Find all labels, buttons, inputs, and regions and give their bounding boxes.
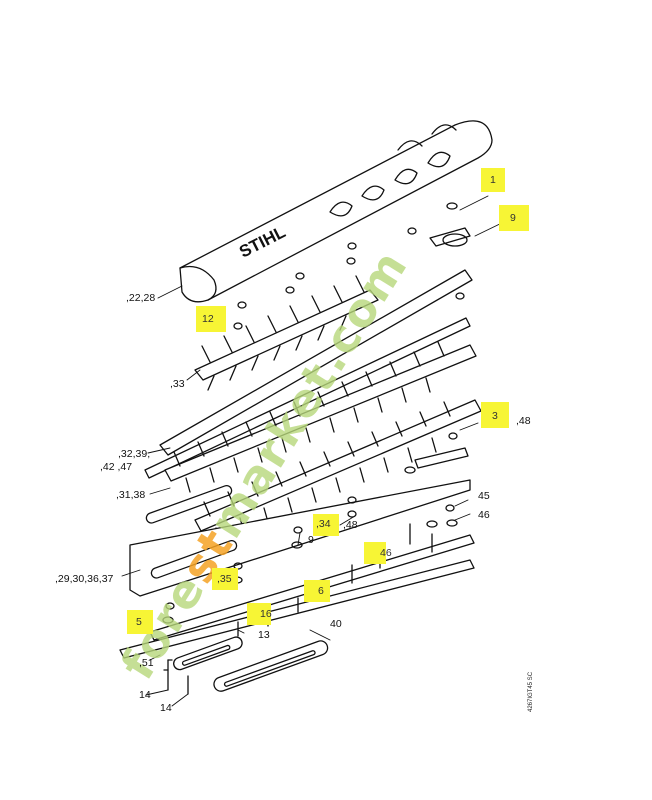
diagram-code: 4267IGT45 SC <box>528 671 534 712</box>
nuts-and-washers <box>162 227 465 624</box>
part-label-48a: ,48 <box>516 415 531 427</box>
slotted-plate-40 <box>213 640 329 692</box>
highlight-label-2: 9 <box>510 212 516 224</box>
highlight-label-35: ,35 <box>217 573 232 585</box>
highlight-marker-3 <box>481 402 509 428</box>
highlight-marker-1 <box>481 168 505 192</box>
highlight-label-12: 12 <box>202 313 214 325</box>
highlight-marker-12 <box>196 306 226 332</box>
highlight-label-1: 1 <box>490 174 496 186</box>
part-label-31-38: ,31,38 <box>116 489 146 501</box>
upper-guide-bar <box>144 269 473 479</box>
part-label-51: ,51 <box>139 657 154 669</box>
part-label-46: 46 <box>478 509 490 521</box>
gear-housing-parts <box>414 202 471 469</box>
part-label-14b: 14 <box>160 702 172 714</box>
part-label-32-39: ,32,39, <box>118 448 151 460</box>
part-label-14a: 14 <box>139 689 151 701</box>
part-label-40: 40 <box>330 618 342 630</box>
part-label-29-37: ,29,30,36,37 <box>55 573 114 585</box>
highlight-marker-46c <box>247 603 271 625</box>
highlight-marker-2 <box>499 205 529 231</box>
finger-bar <box>194 275 379 391</box>
highlight-marker-46b <box>304 580 330 602</box>
leader-lines <box>121 195 509 707</box>
lower-guide-plate <box>129 479 471 597</box>
highlight-label-34: ,34 <box>316 518 331 530</box>
part-label-33: ,33 <box>170 378 185 390</box>
slotted-plate-13 <box>173 636 243 671</box>
part-label-48b: ,48 <box>343 519 358 531</box>
highlight-label-3: 3 <box>492 410 498 422</box>
highlight-label-46b: 6 <box>318 585 324 597</box>
highlight-marker-35 <box>212 568 238 590</box>
highlight-marker-5 <box>127 610 153 634</box>
part-label-42-47: ,42 ,47 <box>100 461 133 473</box>
highlight-marker-34 <box>313 514 339 536</box>
highlight-label-46c: 16 <box>260 608 272 620</box>
highlight-label-46a: 46 <box>380 547 392 559</box>
part-label-22-28: ,22,28 <box>126 292 156 304</box>
blade-cover <box>179 120 493 303</box>
cutter-blade-upper <box>164 341 477 493</box>
highlight-marker-46a <box>364 542 386 564</box>
part-label-45: 45 <box>478 490 490 502</box>
part-label-9: 9 <box>308 534 314 546</box>
part-label-13: 13 <box>258 629 270 641</box>
highlight-label-5: 5 <box>136 616 142 628</box>
